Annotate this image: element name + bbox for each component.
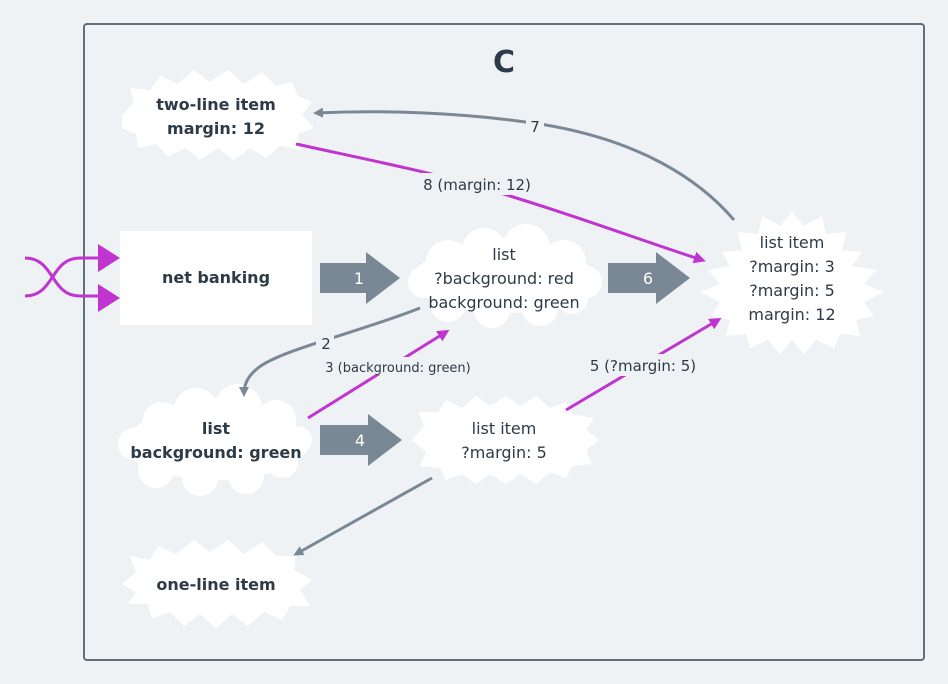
arrow-4-label: 4 [355, 431, 365, 450]
node-list-item-right-line2: ?margin: 3 [749, 257, 835, 276]
node-list-center: list ?background: red background: green [408, 224, 602, 328]
arrow-3-label: 3 (background: green) [325, 361, 471, 376]
entry-connector [24, 244, 120, 312]
node-net-banking-label: net banking [162, 268, 270, 287]
arrow-7-label: 7 [530, 118, 540, 136]
arrow-4: 4 [320, 414, 402, 466]
node-list-center-line1: list [492, 245, 516, 264]
node-list-item-right: list item ?margin: 3 ?margin: 5 margin: … [700, 212, 884, 354]
arrow-mid-to-one-line [293, 476, 433, 556]
node-two-line-item: two-line item margin: 12 [122, 70, 314, 160]
arrow-8: 8 (margin: 12) [295, 142, 706, 264]
node-list-bg-green-line2: background: green [130, 443, 301, 462]
arrow-7: 7 [313, 107, 736, 221]
node-list-item-mid: list item ?margin: 5 [412, 396, 600, 484]
node-list-item-right-line4: margin: 12 [748, 305, 835, 324]
arrow-3: 3 (background: green) [307, 329, 471, 420]
arrow-6: 6 [608, 252, 690, 304]
node-list-item-mid-line1: list item [472, 419, 537, 438]
node-two-line-item-line2: margin: 12 [167, 119, 265, 138]
node-list-item-right-line1: list item [760, 233, 825, 252]
node-two-line-item-line1: two-line item [156, 95, 276, 114]
container-frame [83, 23, 925, 661]
node-one-line-item-label: one-line item [156, 575, 275, 594]
arrow-2: 2 [239, 306, 421, 397]
arrow-5: 5 (?margin: 5) [565, 317, 722, 412]
arrow-1: 1 [320, 252, 400, 304]
arrow-8-label: 8 (margin: 12) [423, 176, 531, 194]
node-list-bg-green: list background: green [118, 384, 312, 496]
arrow-1-label: 1 [354, 269, 364, 288]
frame-title: C [493, 45, 515, 80]
node-one-line-item: one-line item [122, 540, 312, 628]
node-list-center-line2: ?background: red [434, 269, 574, 288]
node-list-center-line3: background: green [428, 293, 579, 312]
node-list-item-mid-line2: ?margin: 5 [461, 443, 547, 462]
arrow-6-label: 6 [643, 269, 653, 288]
node-list-bg-green-line1: list [202, 419, 230, 438]
node-list-item-right-line3: ?margin: 5 [749, 281, 835, 300]
arrow-5-label: 5 (?margin: 5) [590, 357, 696, 375]
node-net-banking: net banking [120, 231, 312, 325]
arrow-2-label: 2 [321, 335, 331, 353]
